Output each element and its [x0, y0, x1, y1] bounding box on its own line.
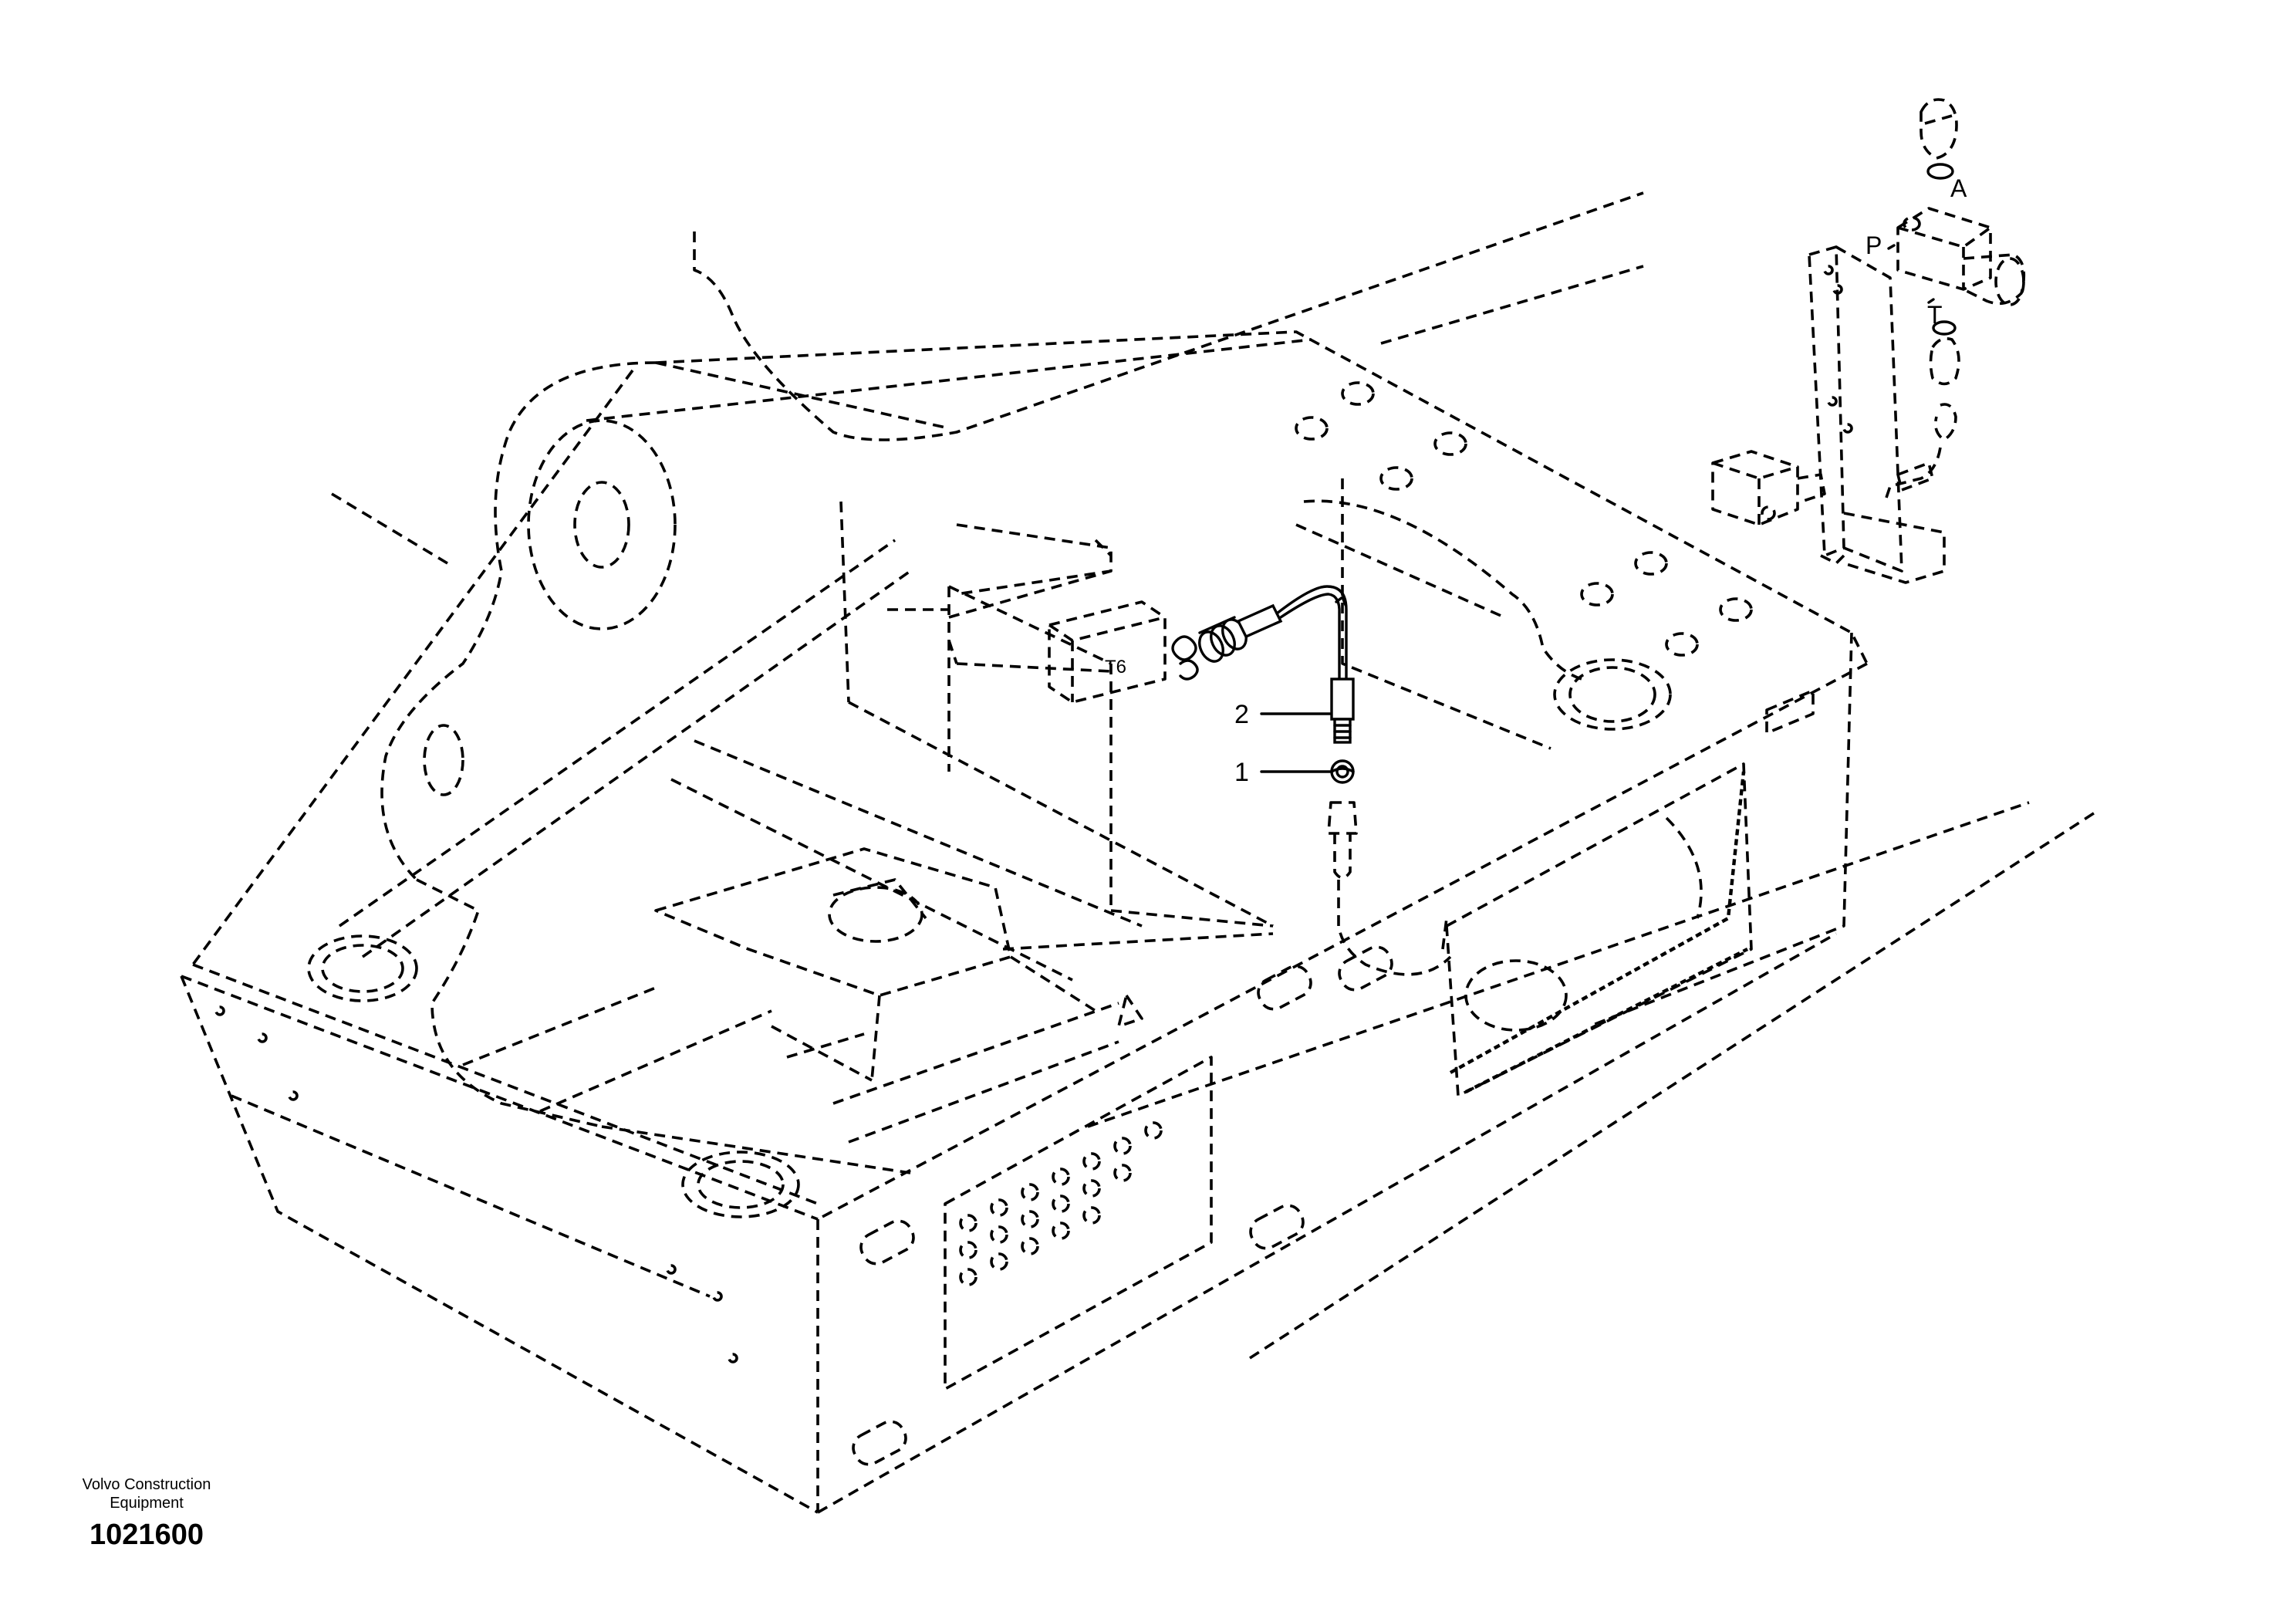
upper-frame-outline — [191, 191, 1869, 1221]
brand-caption: Volvo Construction Equipment — [62, 1475, 231, 1512]
callout-item-1: 1 — [1234, 758, 1249, 787]
front-face-holes — [214, 1005, 738, 1363]
pilot-valve-assembly — [1711, 98, 2026, 584]
port-fitting — [1327, 801, 1452, 976]
hatch-bolt-pattern — [959, 1121, 1163, 1286]
pressure-sensor-assembly — [1198, 585, 1355, 744]
port-marks — [1887, 244, 1935, 304]
port-label-t: T — [1927, 301, 1943, 329]
port-label-a: A — [1950, 174, 1967, 202]
sealing-washer — [1330, 759, 1355, 784]
port-label-t6: T6 — [1105, 657, 1127, 678]
lower-chassis-outline — [180, 539, 2099, 1514]
valve-block-t6 — [1048, 600, 1199, 704]
port-label-p: P — [1866, 231, 1882, 259]
brand-line-1: Volvo Construction — [82, 1476, 211, 1493]
callout-leaders — [1260, 712, 1332, 773]
drawing-number: 1021600 — [89, 1519, 204, 1551]
callout-item-2: 2 — [1234, 700, 1249, 729]
brand-line-2: Equipment — [110, 1495, 184, 1512]
